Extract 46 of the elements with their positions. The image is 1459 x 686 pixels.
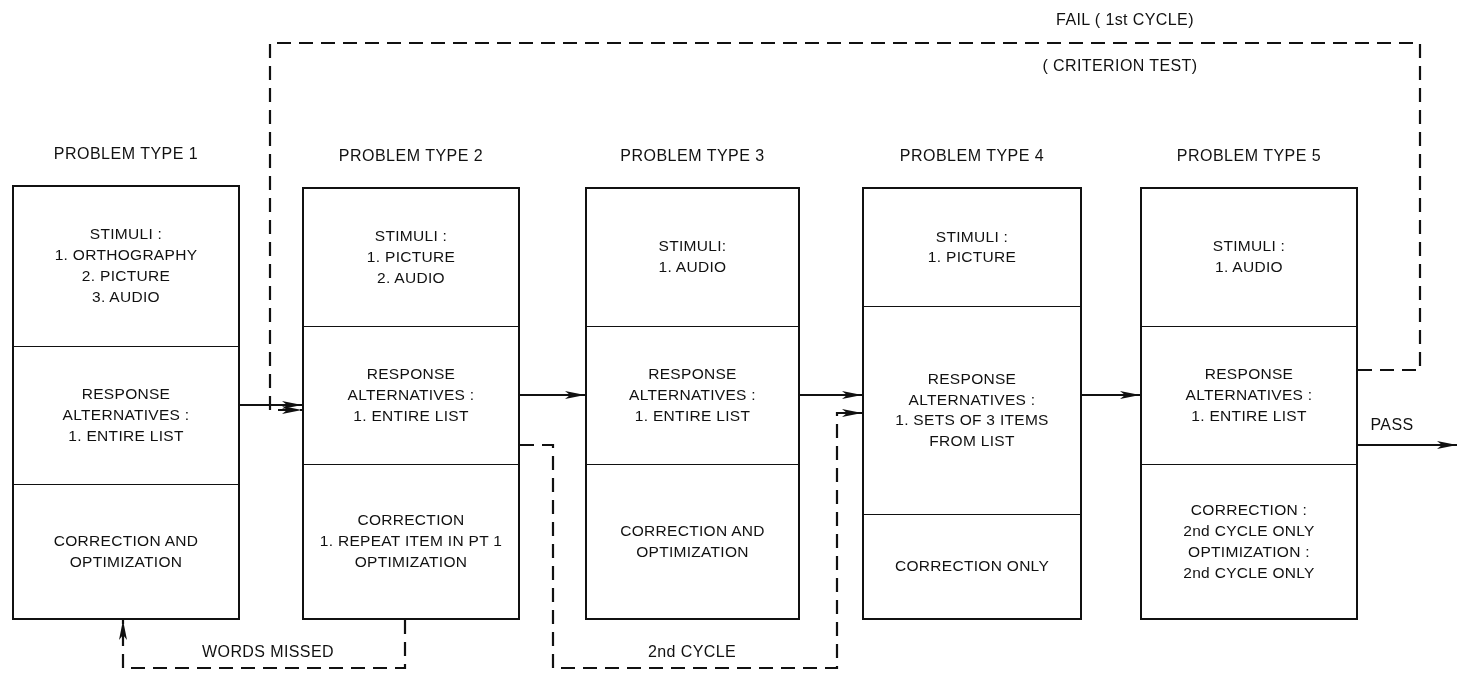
box-heading: PROBLEM TYPE 5 (1175, 147, 1323, 165)
section-text: STIMULI: (658, 236, 727, 257)
section-text: 2nd CYCLE ONLY (1183, 520, 1315, 541)
section-text: 2. AUDIO (377, 267, 445, 288)
section-text: 1. REPEAT ITEM IN PT 1 (319, 531, 503, 552)
section-text: CORRECTION AND OPTIMIZATION (52, 530, 200, 572)
box-heading: PROBLEM TYPE 3 (619, 147, 766, 165)
arrow (800, 391, 862, 399)
section-text: 1. PICTURE (366, 246, 456, 267)
arrow (520, 391, 585, 399)
section-text: RESPONSE ALTERNATIVES : (346, 364, 476, 406)
section-text: CORRECTION ONLY (894, 556, 1050, 576)
section-text: RESPONSE ALTERNATIVES : (628, 364, 757, 406)
section-text: 3. AUDIO (92, 287, 160, 308)
section-text: STIMULI : (935, 226, 1009, 247)
arrow (1358, 441, 1457, 449)
dashed-arrow (520, 409, 862, 670)
section-text: STIMULI : (89, 224, 163, 245)
dashed-arrow (268, 41, 1422, 414)
box-heading: PROBLEM TYPE 4 (898, 147, 1046, 165)
section-text: RESPONSE ALTERNATIVES : (907, 368, 1037, 410)
section-text: 2nd CYCLE ONLY (1183, 562, 1315, 583)
section-text: CORRECTION AND OPTIMIZATION (619, 520, 766, 562)
section-text: 2. PICTURE (81, 266, 171, 287)
section-text: CORRECTION : (1190, 499, 1308, 520)
section-text: 1. ORTHOGRAPHY (54, 245, 198, 266)
dashed-arrow (119, 620, 407, 670)
section-text: STIMULI : (374, 225, 448, 246)
section-text: 1. SETS OF 3 ITEMS FROM LIST (894, 410, 1050, 452)
section-text: 1. AUDIO (1215, 257, 1283, 278)
section-text: 1. ENTIRE LIST (68, 425, 184, 446)
arrow (240, 401, 302, 409)
box-heading: PROBLEM TYPE 1 (52, 145, 200, 163)
section-text: OPTIMIZATION : (1188, 541, 1310, 562)
box-heading: PROBLEM TYPE 2 (337, 147, 485, 165)
section-text: 1. ENTIRE LIST (634, 406, 751, 427)
section-text: OPTIMIZATION (354, 552, 468, 573)
section-text: RESPONSE ALTERNATIVES : (1184, 364, 1314, 406)
section-text: 1. ENTIRE LIST (353, 406, 469, 427)
section-text: 1. PICTURE (927, 247, 1017, 268)
arrow (1082, 391, 1140, 399)
section-text: 1. ENTIRE LIST (1191, 406, 1307, 427)
section-text: RESPONSE ALTERNATIVES : (61, 384, 191, 425)
section-text: STIMULI : (1212, 236, 1286, 257)
section-text: CORRECTION (357, 510, 465, 531)
section-text: 1. AUDIO (658, 257, 727, 278)
